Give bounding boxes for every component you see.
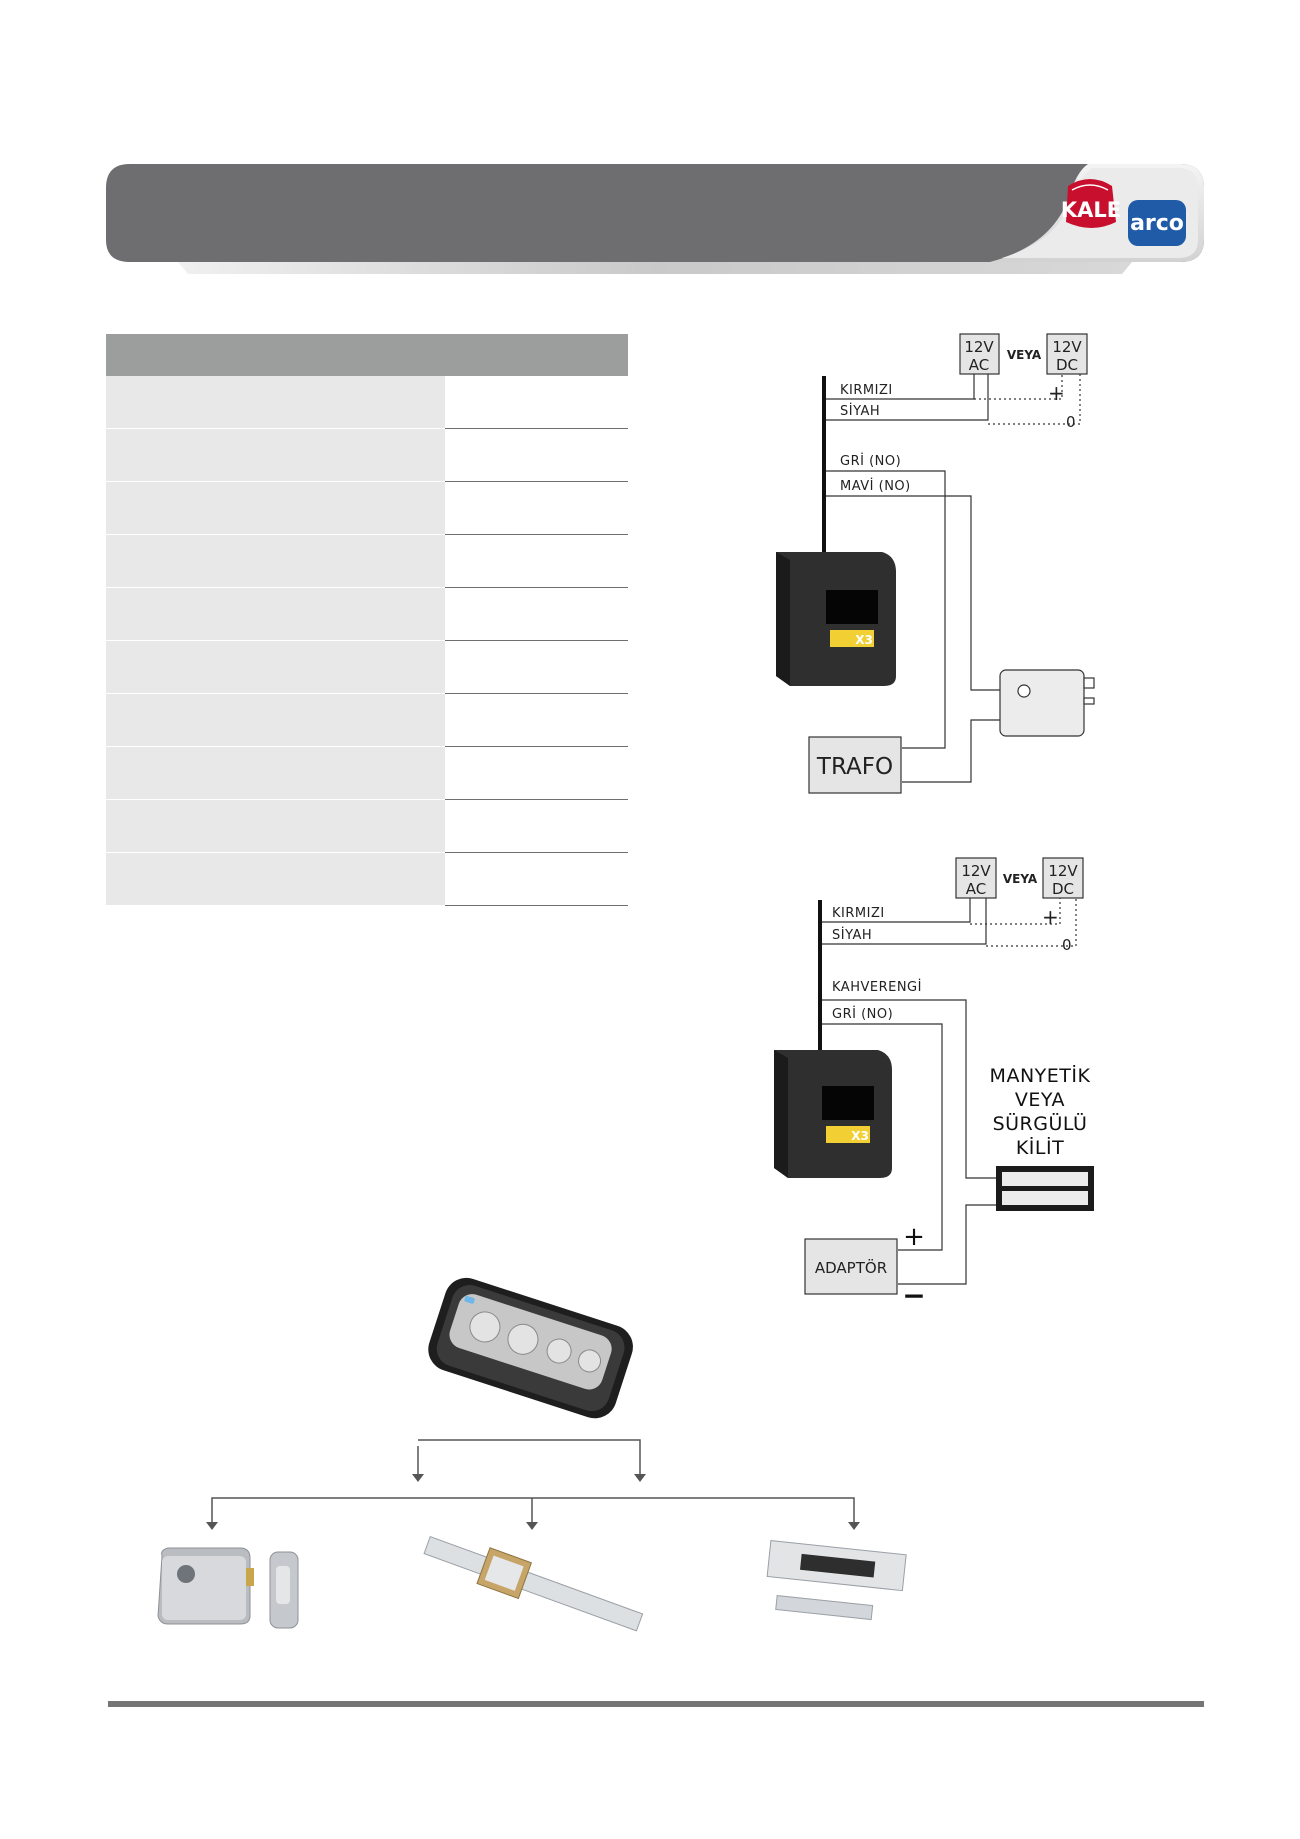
veya-label: VEYA bbox=[1007, 348, 1042, 362]
adapter-plus-sign: + bbox=[903, 1222, 925, 1252]
header-banner: KALE arco bbox=[106, 164, 1204, 274]
trafo-label: TRAFO bbox=[816, 754, 893, 780]
table-cell bbox=[106, 588, 445, 641]
table-row bbox=[106, 482, 628, 535]
receiver-badge: X3 bbox=[855, 633, 873, 647]
table-cell bbox=[445, 588, 628, 641]
adapter-minus-sign: − bbox=[902, 1279, 925, 1312]
supply-ac-label-1: 12V bbox=[964, 338, 994, 356]
wiring-diagram-trafo: 12V AC VEYA 12V DC KIRMIZI SİYAH + 0 GRİ… bbox=[776, 333, 1095, 794]
supply-ac-label-2: AC bbox=[966, 880, 986, 898]
magnetic-lock-icon bbox=[766, 1540, 907, 1621]
table-cell bbox=[106, 694, 445, 747]
dc-zero-label: 0 bbox=[1062, 936, 1072, 954]
table-row bbox=[106, 588, 628, 641]
wire-grey-label: GRİ (NO) bbox=[840, 453, 901, 469]
supply-dc-label-2: DC bbox=[1056, 356, 1078, 374]
footer-divider bbox=[108, 1701, 1204, 1707]
wire-red-label: KIRMIZI bbox=[840, 383, 893, 398]
supply-ac-label-2: AC bbox=[969, 356, 989, 374]
table-header bbox=[106, 334, 628, 376]
supply-dc-label-1: 12V bbox=[1048, 862, 1078, 880]
lock-label-line-4: KİLİT bbox=[1016, 1136, 1064, 1159]
remote-lock-compatibility bbox=[157, 1277, 907, 1632]
wire-blue-label: MAVİ (NO) bbox=[840, 478, 911, 494]
table-cell bbox=[106, 429, 445, 482]
lock-label-line-1: MANYETİK bbox=[990, 1064, 1091, 1087]
adapter-box bbox=[804, 1238, 898, 1295]
table-cell bbox=[445, 747, 628, 800]
adapter-label: ADAPTÖR bbox=[815, 1258, 887, 1277]
table-cell bbox=[445, 641, 628, 694]
table-row bbox=[106, 800, 628, 853]
svg-text:KALE: KALE bbox=[1061, 198, 1121, 222]
table-cell bbox=[445, 429, 628, 482]
table-row bbox=[106, 429, 628, 482]
remote-control-icon bbox=[428, 1277, 633, 1419]
rim-lock-icon bbox=[157, 1547, 299, 1629]
supply-dc-label-1: 12V bbox=[1052, 338, 1082, 356]
supply-dc-label-2: DC bbox=[1052, 880, 1074, 898]
table-row bbox=[106, 694, 628, 747]
supply-ac-label-1: 12V bbox=[961, 862, 991, 880]
supply-ac-box bbox=[955, 857, 997, 899]
table-cell bbox=[106, 535, 445, 588]
table-cell bbox=[445, 376, 628, 429]
table-cell bbox=[106, 641, 445, 694]
table-cell bbox=[106, 800, 445, 853]
svg-text:arco: arco bbox=[1130, 211, 1184, 236]
lock-label-line-2: VEYA bbox=[1015, 1089, 1065, 1111]
table-row bbox=[106, 747, 628, 800]
table-cell bbox=[445, 694, 628, 747]
table-cell bbox=[106, 747, 445, 800]
spec-table bbox=[106, 334, 628, 906]
dc-zero-label: 0 bbox=[1066, 413, 1076, 431]
table-row bbox=[106, 853, 628, 906]
veya-label: VEYA bbox=[1003, 872, 1038, 886]
table-cell bbox=[445, 535, 628, 588]
wire-black-label: SİYAH bbox=[832, 927, 872, 943]
supply-dc-box bbox=[1042, 857, 1084, 899]
electric-strike-icon bbox=[423, 1536, 644, 1632]
supply-ac-box bbox=[959, 333, 1000, 375]
electric-lock-box bbox=[999, 669, 1095, 737]
wire-brown-label: KAHVERENGİ bbox=[832, 979, 922, 995]
table-row bbox=[106, 535, 628, 588]
table-row bbox=[106, 641, 628, 694]
wire-black-label: SİYAH bbox=[840, 403, 880, 419]
kale-logo: KALE bbox=[1061, 179, 1121, 228]
wire-red-label: KIRMIZI bbox=[832, 906, 885, 921]
dc-plus-label: + bbox=[1048, 381, 1065, 405]
table-cell bbox=[445, 800, 628, 853]
wire-grey-label: GRİ (NO) bbox=[832, 1006, 893, 1022]
magnetic-lock bbox=[996, 1166, 1094, 1211]
table-cell bbox=[445, 482, 628, 535]
table-row bbox=[106, 376, 628, 429]
lock-label-line-3: SÜRGÜLÜ bbox=[993, 1112, 1088, 1135]
wiring-diagram-adapter: 12V AC VEYA 12V DC KIRMIZI SİYAH + 0 KAH… bbox=[774, 857, 1094, 1312]
receiver-unit: X3 bbox=[774, 1050, 892, 1178]
dc-plus-label: + bbox=[1042, 905, 1059, 929]
trafo-box bbox=[808, 736, 902, 794]
table-cell bbox=[445, 853, 628, 906]
table-cell bbox=[106, 853, 445, 906]
supply-dc-box bbox=[1046, 333, 1088, 375]
table-cell bbox=[106, 482, 445, 535]
table-cell bbox=[106, 376, 445, 429]
receiver-badge: X3 bbox=[851, 1129, 869, 1143]
arco-logo: arco bbox=[1128, 200, 1186, 246]
receiver-unit: X3 bbox=[776, 552, 896, 686]
